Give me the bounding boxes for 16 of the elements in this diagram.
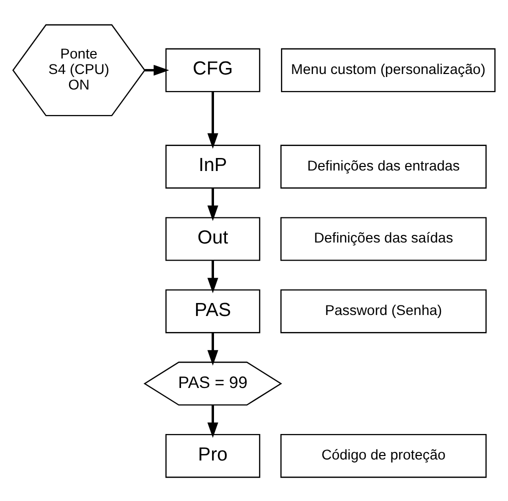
node-box: Out	[165, 216, 260, 260]
node-box: InP	[165, 144, 260, 188]
node-box: Código de proteção	[280, 434, 487, 478]
arrow	[207, 404, 218, 438]
arrow	[144, 64, 170, 76]
node-box: PAS	[165, 288, 260, 333]
node-box: Password (Senha)	[280, 288, 487, 333]
node-box: Pro	[165, 434, 260, 478]
arrow	[207, 91, 218, 148]
node-box: CFG	[165, 48, 260, 92]
arrow	[207, 188, 218, 220]
node-box: Menu custom (personalização)	[280, 48, 496, 92]
arrow	[207, 332, 218, 366]
node-box: Definições das saídas	[280, 216, 487, 260]
arrow	[207, 260, 218, 293]
node-box: Definições das entradas	[280, 144, 487, 188]
